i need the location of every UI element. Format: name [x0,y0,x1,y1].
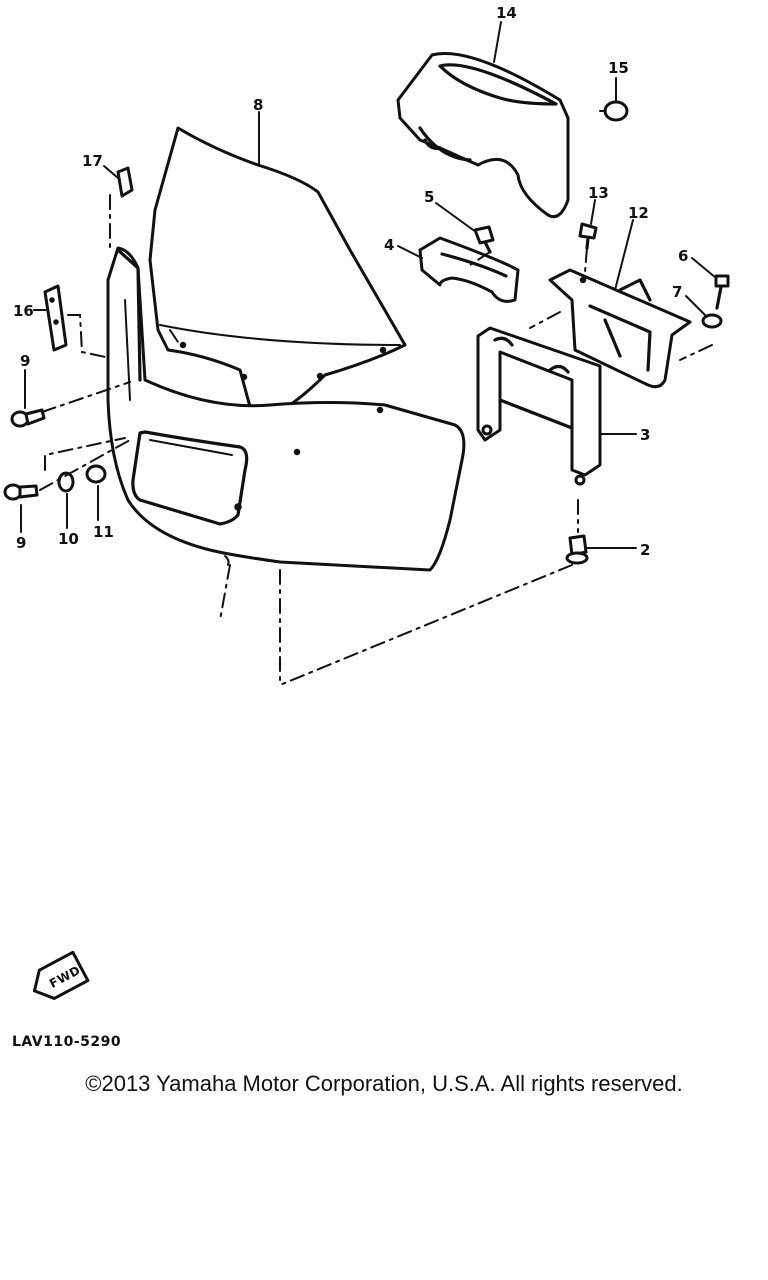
drawing-code: LAV110-5290 [12,1034,121,1050]
part-9-bolt-lower [3,483,39,501]
callout-10: 10 [58,530,79,548]
callout-9-upper: 9 [20,352,30,370]
part-13-screw [578,222,598,250]
front-arrow-icon: FWD [32,950,90,1000]
callout-4: 4 [384,236,394,254]
part-9-bolt-upper [10,408,46,428]
callout-14: 14 [496,4,517,22]
part-3-stay [476,326,602,486]
part-17-clip [116,166,134,198]
callout-6: 6 [678,247,688,265]
callout-17: 17 [82,152,103,170]
assembly-lines [39,194,713,686]
part-8-windscreen [148,126,407,427]
part-14-visor [396,51,570,219]
callout-15: 15 [608,59,629,77]
part-16-bracket [43,284,68,352]
callout-13: 13 [588,184,609,202]
callout-8: 8 [253,96,263,114]
callout-11: 11 [93,523,114,541]
part-15-grommet [599,100,629,122]
leader-lines [20,21,717,549]
callout-16: 16 [13,302,34,320]
callout-12: 12 [628,204,649,222]
copyright-notice: ©2013 Yamaha Motor Corporation, U.S.A. A… [85,1071,683,1096]
callout-numbers: 14 15 8 17 5 13 12 4 6 7 16 9 3 9 10 11 … [13,4,688,559]
callout-2: 2 [640,541,650,559]
callout-3: 3 [640,426,650,444]
callout-5: 5 [424,188,434,206]
part-11-damper [85,464,107,484]
part-7-washer [701,313,723,329]
part-5-bolt [473,225,495,254]
part-10-spacer [57,471,75,493]
part-6-bolt [714,274,730,310]
callout-7: 7 [672,283,682,301]
callout-9-lower: 9 [16,534,26,552]
part-4-handle [418,236,520,303]
part-2-bolt [565,534,589,565]
part-12-bracket [548,268,692,389]
